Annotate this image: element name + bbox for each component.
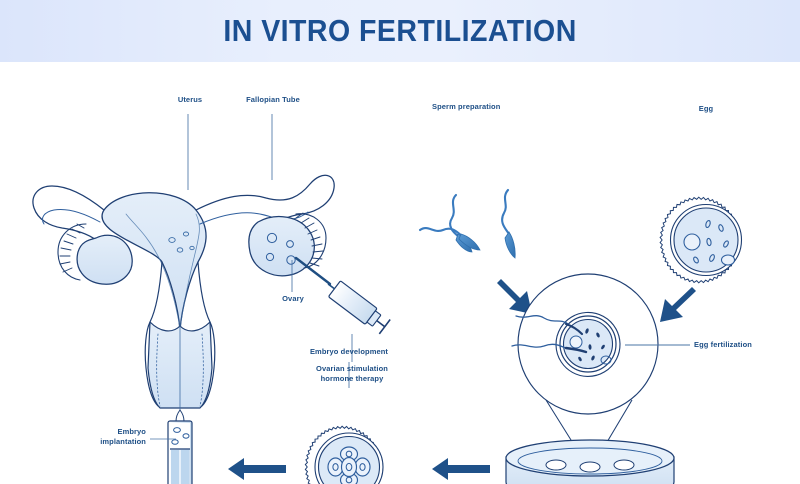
arrow-dish-to-embryo xyxy=(432,458,490,480)
sperm-group xyxy=(418,188,516,259)
label-hormone-therapy: Ovarian stimulation hormone therapy xyxy=(316,364,388,383)
penetrating-sperm xyxy=(511,315,569,349)
label-ovary: Ovary xyxy=(282,294,304,303)
page-title: IN VITRO FERTILIZATION xyxy=(223,13,577,48)
arrow-sperm-to-fertilization xyxy=(497,279,532,314)
arrow-embryo-to-implantation xyxy=(228,458,286,480)
illustration-layer xyxy=(32,114,743,484)
petri-dish xyxy=(505,439,675,484)
label-sperm-preparation: Sperm preparation xyxy=(432,102,501,111)
label-embryo-implantation: Embryo implantation xyxy=(100,427,146,446)
sperm-cell xyxy=(418,226,481,251)
dish-droplets xyxy=(545,459,635,473)
sperm-cell xyxy=(501,188,516,259)
transfer-syringe xyxy=(167,409,193,484)
egg-cell xyxy=(659,196,743,284)
label-uterus: Uterus xyxy=(177,95,203,104)
diagram-canvas: Uterus Fallopian Tube Ovary Ovarian stim… xyxy=(0,62,800,484)
arrow-egg-to-fertilization xyxy=(660,287,696,322)
label-egg-fertilization: Egg fertilization xyxy=(694,340,752,349)
label-embryo-development: Embryo development xyxy=(309,347,389,356)
embryo-cell xyxy=(304,425,384,484)
label-fallopian-tube: Fallopian Tube xyxy=(246,95,300,104)
uterus-diagram xyxy=(32,174,335,411)
leader-lines xyxy=(150,114,353,440)
label-egg: Egg xyxy=(698,104,714,113)
fertilization-magnifier xyxy=(511,273,659,465)
hormone-syringe xyxy=(294,256,391,335)
header-band: IN VITRO FERTILIZATION xyxy=(0,0,800,62)
